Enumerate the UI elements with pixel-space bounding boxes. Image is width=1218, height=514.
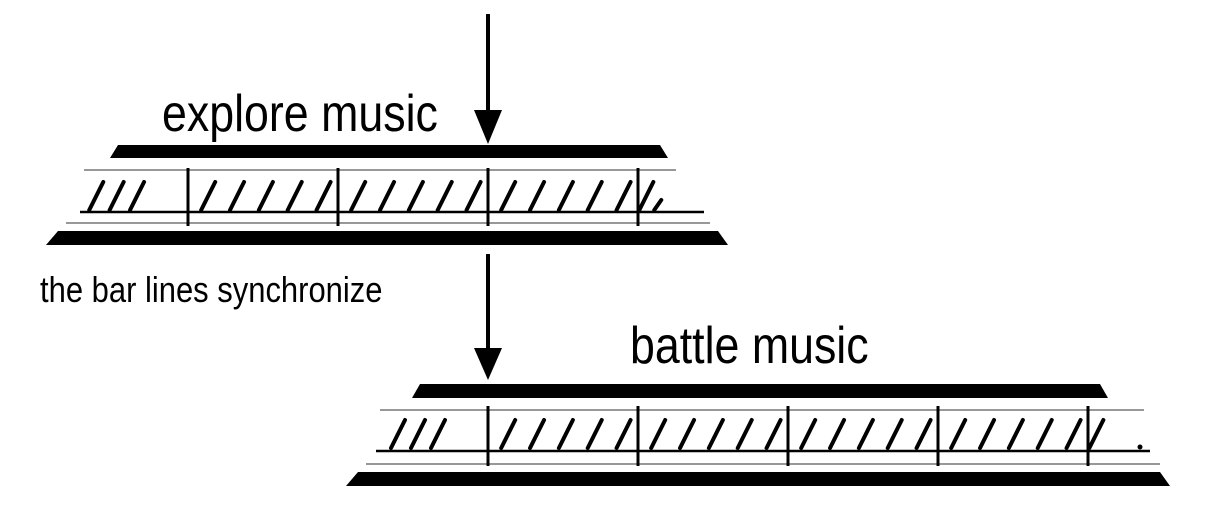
battle-track-bottom-bar	[346, 472, 1170, 486]
battle-beat-mark	[528, 418, 547, 450]
explore-beat-mark	[128, 180, 147, 212]
battle-beat-mark	[678, 418, 697, 450]
explore-beat-mark	[256, 180, 275, 212]
battle-track-top-bar	[412, 384, 1108, 398]
battle-track	[346, 384, 1170, 486]
battle-beat-mark	[585, 418, 604, 450]
explore-beat-mark	[652, 198, 664, 212]
battle-beat-mark	[828, 418, 847, 450]
explore-beat-mark	[406, 180, 425, 212]
battle-beat-mark	[1064, 418, 1083, 450]
explore-beat-mark	[87, 180, 106, 212]
explore-beat-mark	[228, 180, 247, 212]
explore-beat-mark	[637, 180, 656, 212]
arrow-down-middle	[474, 254, 502, 380]
battle-beat-mark	[949, 418, 968, 450]
battle-beat-mark	[978, 418, 997, 450]
sync-caption: the bar lines synchronize	[40, 269, 383, 310]
explore-beat-mark	[199, 180, 218, 212]
battle-beat-mark	[429, 418, 447, 450]
explore-beat-mark	[464, 180, 483, 212]
battle-beat-mark	[649, 418, 668, 450]
battle-beat-mark	[614, 418, 633, 450]
explore-beat-mark	[556, 180, 575, 212]
explore-beat-mark	[528, 180, 547, 212]
explore-beat-mark	[107, 180, 126, 212]
battle-beat-mark	[499, 418, 518, 450]
battle-beat-mark	[409, 418, 427, 450]
battle-beat-mark	[1087, 418, 1106, 450]
battle-end-dot	[1137, 444, 1143, 450]
arrow-down-top	[474, 14, 502, 144]
explore-track-top-bar	[110, 145, 668, 158]
battle-beat-mark	[856, 418, 875, 450]
explore-beat-mark	[349, 180, 368, 212]
battle-beat-mark	[1035, 418, 1054, 450]
explore-track-bottom-bar	[46, 231, 728, 245]
battle-beat-mark	[706, 418, 725, 450]
battle-beat-mark	[885, 418, 904, 450]
explore-music-label: explore music	[162, 85, 438, 143]
battle-beat-mark	[556, 418, 575, 450]
explore-beat-mark	[499, 180, 518, 212]
battle-beat-mark	[1006, 418, 1025, 450]
explore-beat-mark	[314, 180, 333, 212]
battle-beat-mark	[389, 418, 407, 450]
explore-track	[46, 145, 728, 245]
explore-beat-mark	[614, 180, 633, 212]
explore-beat-mark	[285, 180, 304, 212]
battle-beat-mark	[764, 418, 783, 450]
battle-beat-mark	[914, 418, 933, 450]
explore-beat-mark	[585, 180, 604, 212]
battle-beat-mark	[735, 418, 754, 450]
explore-beat-mark	[435, 180, 454, 212]
battle-beat-mark	[799, 418, 818, 450]
battle-music-label: battle music	[630, 317, 869, 375]
explore-beat-mark	[378, 180, 397, 212]
